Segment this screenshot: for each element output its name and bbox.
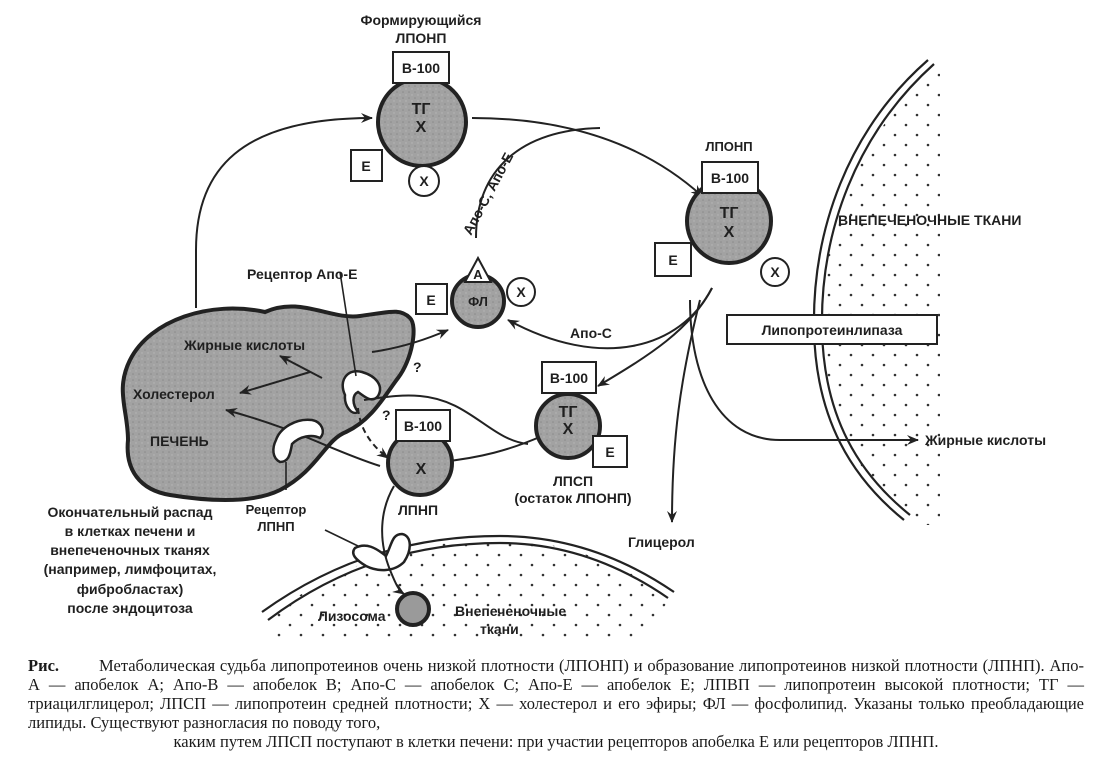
idl-apo-e: E <box>605 444 614 460</box>
extrahepatic-dotted-area <box>821 58 945 525</box>
final-breakdown-line-4: (например, лимфоцитах, <box>44 561 217 577</box>
forming-vldl-tg: ТГ <box>412 101 431 118</box>
arrow-liver-to-hdl <box>371 329 449 353</box>
liver-cholesterol-label: Холестерол <box>133 386 215 402</box>
bottom-dotted-area <box>268 540 672 640</box>
final-breakdown-line-6: после эндоцитоза <box>67 600 193 616</box>
ldl-x: X <box>416 461 427 478</box>
ldl-title: ЛПНП <box>398 502 438 518</box>
hdl-apo-e: E <box>426 292 435 308</box>
forming-vldl-title-line2: ЛПОНП <box>396 30 447 46</box>
arrow-liver-to-forming-vldl <box>195 113 373 308</box>
hdl-particle: A ФЛ E X <box>415 255 536 329</box>
line-idl-to-apo-e-receptor <box>363 394 529 445</box>
glycerol-label: Глицерол <box>628 534 695 550</box>
idl-particle: B-100 ТГ X E ЛПСП (остаток ЛПОНП) <box>514 361 632 506</box>
arrow-to-fatty-acids-out <box>689 299 919 445</box>
liver-shape <box>120 304 416 502</box>
caption-body: Метаболическая судьба липопротеинов очен… <box>28 656 1084 732</box>
idl-x: X <box>563 421 574 438</box>
hdl-apo-a: A <box>473 267 483 282</box>
lysosome <box>395 591 431 627</box>
lipoprotein-metabolism-diagram: ВНЕПЕЧЕНОЧНЫЕ ТКАНИ Липопротеинлипаза Ли… <box>44 12 1046 640</box>
figure-caption: Рис.Метаболическая судьба липопротеинов … <box>28 656 1084 751</box>
vldl-ester-x: X <box>770 264 780 280</box>
idl-title-line2: (остаток ЛПОНП) <box>514 490 631 506</box>
forming-vldl-particle: Формирующийся ЛПОНП B-100 ТГ X E X <box>350 12 482 197</box>
lysosome-label: Лизосома <box>318 608 386 624</box>
hdl-ester-x: X <box>516 284 526 300</box>
final-breakdown-line-1: Окончательный распад <box>48 504 213 520</box>
vldl-apo-e: E <box>668 252 677 268</box>
ldl-receptor-label-line1: Рецептор <box>246 502 307 517</box>
arc-apo-c-apo-e-from-hdl <box>475 127 601 239</box>
extrahepatic-small-label-line2: ткани <box>480 621 519 637</box>
forming-vldl-apo-e: E <box>361 158 370 174</box>
extrahepatic-small-label-line1: Внепеченочные <box>455 603 566 619</box>
question-mark-1: ? <box>413 359 422 375</box>
final-breakdown-line-2: в клетках печени и <box>65 523 196 539</box>
arrow-to-glycerol <box>667 299 701 523</box>
apo-c-apo-e-label: Апо-С, Апо-Е <box>460 150 517 238</box>
liver-label: ПЕЧЕНЬ <box>150 433 209 449</box>
arrow-vldl-to-idl <box>597 287 713 387</box>
bottom-cell: Лизосома Внепеченочные ткани <box>261 534 675 640</box>
ldl-receptor-liver <box>272 418 324 490</box>
bottom-membrane-outer <box>261 534 675 613</box>
arrow-apo-e-receptor-to-ldl <box>357 407 389 459</box>
vldl-tg: ТГ <box>720 205 739 222</box>
bottom-membrane-inner <box>267 541 669 621</box>
extrahepatic-tissue-region: ВНЕПЕЧЕНОЧНЫЕ ТКАНИ <box>812 58 1021 525</box>
lipoprotein-lipase-label: Липопротеинлипаза <box>762 322 903 338</box>
vldl-apo-b: B-100 <box>711 170 749 186</box>
idl-tg: ТГ <box>559 404 578 421</box>
hdl-core: ФЛ <box>468 294 488 309</box>
apo-c-label: Апо-С <box>570 325 612 341</box>
idl-apo-b: B-100 <box>550 370 588 386</box>
apo-e-receptor: Рецептор Апо-Е <box>247 266 382 415</box>
ldl-apo-b: B-100 <box>404 418 442 434</box>
apo-e-receptor-label: Рецептор Апо-Е <box>247 266 357 282</box>
ldl-receptor-label-line2: ЛПНП <box>257 519 294 534</box>
vldl-particle: ЛПОНП B-100 ТГ X E X <box>654 139 790 287</box>
fatty-acids-out-label: Жирные кислоты <box>924 432 1046 448</box>
arrow-ldl-to-cholesterol <box>225 408 381 467</box>
vldl-x: X <box>724 224 735 241</box>
final-breakdown-note: Окончательный распад в клетках печени и … <box>44 504 217 616</box>
forming-vldl-x: X <box>416 119 427 136</box>
idl-title-line1: ЛПСП <box>553 473 593 489</box>
arrow-forming-vldl-to-vldl <box>471 117 703 197</box>
extrahepatic-tissues-label: ВНЕПЕЧЕНОЧНЫЕ ТКАНИ <box>838 212 1021 228</box>
caption-lead: Рис. <box>28 656 60 675</box>
final-breakdown-line-3: внепеченочных тканях <box>50 542 210 558</box>
liver-fatty-acids-label: Жирные кислоты <box>183 337 305 353</box>
ldl-particle: B-100 X ЛПНП <box>386 409 454 518</box>
arrow-receptor-to-fatty-acids <box>279 355 323 379</box>
ldl-receptor-bottom: Рецептор ЛПНП <box>246 502 411 572</box>
arrow-receptor-to-cholesterol <box>239 371 311 395</box>
lipoprotein-lipase: Липопротеинлипаза <box>726 314 938 345</box>
forming-vldl-ester-x: X <box>419 173 429 189</box>
liver: Жирные кислоты Холестерол ПЕЧЕНЬ <box>120 304 416 502</box>
final-breakdown-line-5: фибробластах) <box>77 581 183 597</box>
question-mark-2: ? <box>382 407 391 423</box>
vldl-title: ЛПОНП <box>705 139 752 154</box>
forming-vldl-apo-b: B-100 <box>402 60 440 76</box>
arrow-ldl-to-lysosome <box>381 485 405 595</box>
arrow-idl-to-ldl <box>439 435 543 466</box>
caption-last-line: каким путем ЛПСП поступают в клетки пече… <box>173 732 939 751</box>
forming-vldl-title-line1: Формирующийся <box>361 12 482 28</box>
